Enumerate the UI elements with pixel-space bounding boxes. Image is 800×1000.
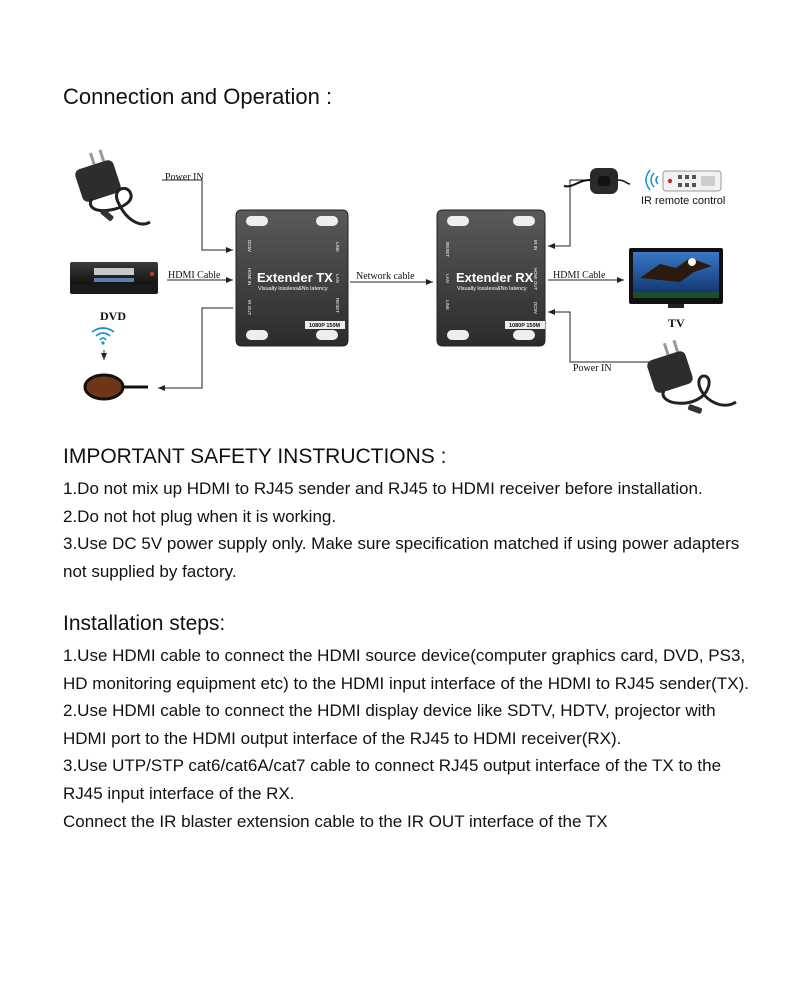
rx-badge: 1080P 150M bbox=[509, 323, 541, 329]
installation-heading: Installation steps: bbox=[63, 612, 226, 635]
ir-blaster-icon bbox=[83, 327, 148, 401]
safety-heading: IMPORTANT SAFETY INSTRUCTIONS : bbox=[63, 445, 447, 468]
hdmi-cable-right-label: HDMI Cable bbox=[553, 270, 606, 281]
tx-port-hdmi-in: HDMI IN bbox=[247, 268, 252, 285]
power-in-right-label: Power IN bbox=[573, 363, 612, 374]
rx-subtitle: Visually lossless&No latency bbox=[457, 286, 527, 292]
safety-item-1: 1.Do not mix up HDMI to RJ45 sender and … bbox=[63, 479, 703, 498]
rx-port-ir-in: IR IN bbox=[533, 240, 538, 250]
tv-icon bbox=[629, 248, 723, 308]
ir-line-left bbox=[158, 307, 233, 391]
rx-port-link: LINK bbox=[445, 300, 450, 310]
tx-badge: 1080P 150M bbox=[309, 323, 341, 329]
ir-remote-label: IR remote control bbox=[641, 195, 725, 207]
power-line-left bbox=[162, 179, 233, 253]
installation-step-1: 1.Use HDMI cable to connect the HDMI sou… bbox=[63, 646, 749, 693]
ir-remote-icon bbox=[645, 169, 722, 192]
tx-port-reset: RESET bbox=[335, 298, 340, 313]
rx-port-lan: LAN bbox=[445, 274, 450, 283]
power-line-right bbox=[548, 309, 650, 363]
network-cable-label: Network cable bbox=[356, 271, 415, 282]
installation-step-3: 3.Use UTP/STP cat6/cat6A/cat7 cable to c… bbox=[63, 756, 722, 803]
extender-tx-box bbox=[235, 209, 349, 347]
installation-step-2: 2.Use HDMI cable to connect the HDMI dis… bbox=[63, 701, 716, 748]
hdmi-cable-left-label: HDMI Cable bbox=[168, 270, 221, 281]
tv-label: TV bbox=[668, 316, 685, 330]
safety-section: IMPORTANT SAFETY INSTRUCTIONS : 1.Do not… bbox=[63, 445, 763, 585]
rx-port-hdmi-out: HDMI OUT bbox=[533, 268, 538, 290]
rx-port-reset: RESET bbox=[445, 242, 450, 257]
installation-section: Installation steps: 1.Use HDMI cable to … bbox=[63, 612, 763, 835]
rx-port-dc5v: DC5V bbox=[533, 302, 538, 314]
power-adapter-left-icon bbox=[75, 149, 151, 226]
connection-heading: Connection and Operation : bbox=[63, 84, 333, 109]
tx-title: Extender TX bbox=[257, 270, 333, 285]
tx-port-dc5v: DC5V bbox=[247, 240, 252, 252]
tx-port-ir-out: IR OUT bbox=[247, 300, 252, 316]
safety-item-2: 2.Do not hot plug when it is working. bbox=[63, 506, 337, 526]
connection-diagram: DVD Power IN HDMI Cable Extender TX Visu… bbox=[70, 149, 737, 414]
power-adapter-right-icon bbox=[647, 339, 737, 414]
power-in-left-label: Power IN bbox=[165, 172, 204, 183]
ir-line-right bbox=[548, 179, 593, 249]
tx-subtitle: Visually lossless&No latency bbox=[258, 286, 328, 292]
extender-rx-box bbox=[436, 209, 546, 347]
tx-port-lan: LAN bbox=[335, 274, 340, 283]
rx-title: Extender RX bbox=[456, 270, 534, 285]
tx-port-link: LINK bbox=[335, 242, 340, 252]
dvd-player-icon bbox=[70, 262, 158, 294]
dvd-label: DVD bbox=[100, 309, 126, 323]
installation-step-4: Connect the IR blaster extension cable t… bbox=[63, 811, 608, 831]
ir-receiver-icon bbox=[563, 168, 631, 194]
safety-item-3: 3.Use DC 5V power supply only. Make sure… bbox=[63, 534, 740, 581]
